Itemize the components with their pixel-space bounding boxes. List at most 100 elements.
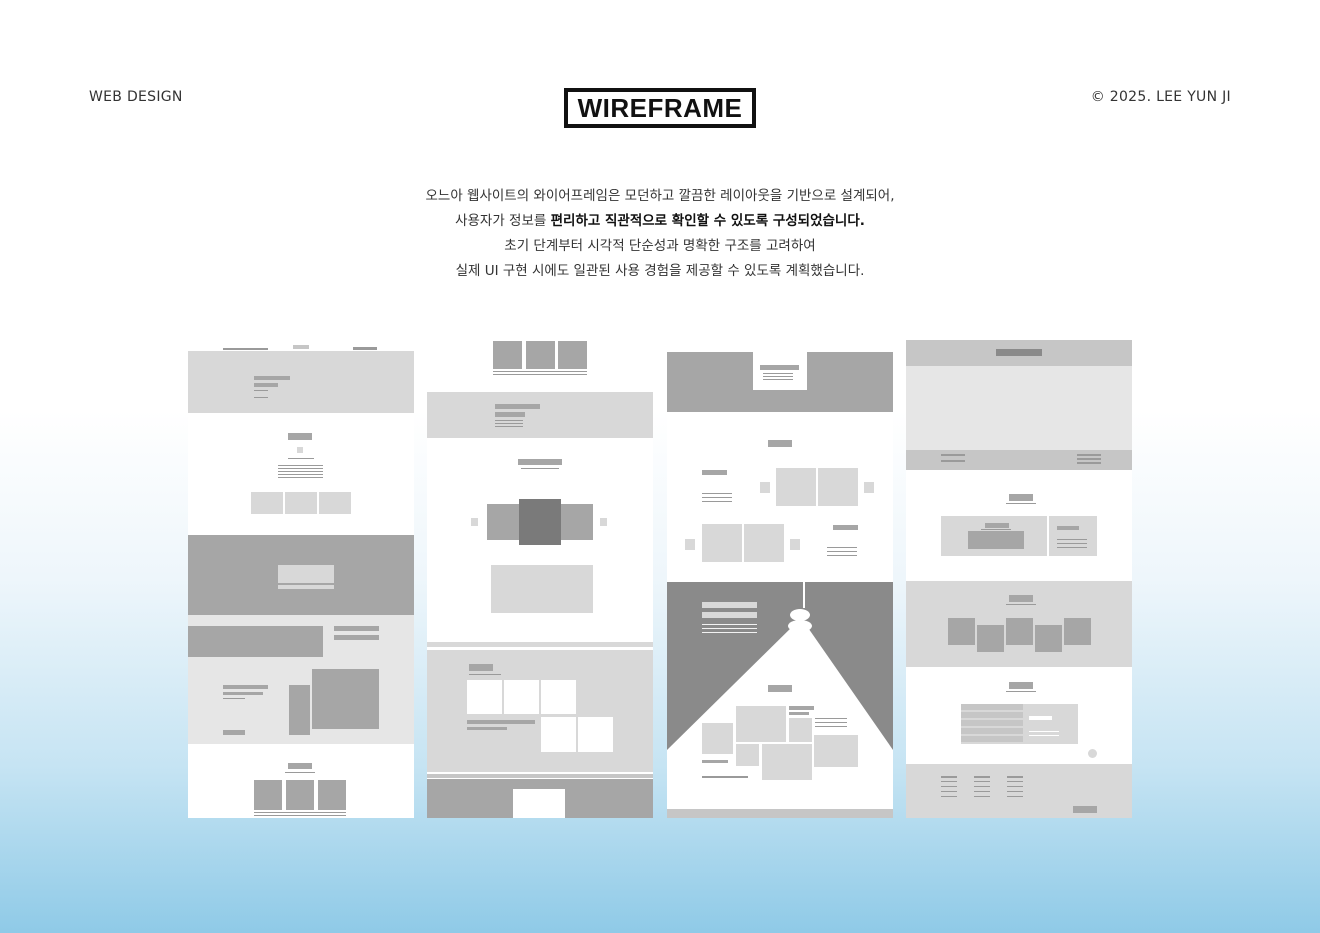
top-card — [493, 341, 522, 369]
gallery-caption-2 — [467, 727, 507, 730]
faq-detail-line — [1029, 731, 1059, 732]
feature-large-image — [312, 669, 379, 729]
product-tile — [1064, 618, 1091, 645]
web-design-label: WEB DESIGN — [89, 89, 183, 105]
wireframe-page-2 — [427, 340, 653, 818]
info-side-line — [1057, 539, 1087, 540]
footer-line — [1007, 796, 1023, 797]
product-tile — [1006, 618, 1033, 645]
top-card — [526, 341, 555, 369]
description: 오느아 웹사이트의 와이어프레임은 모던하고 깔끔한 레이아웃을 기반으로 설계… — [0, 184, 1320, 284]
spotlight-line — [702, 632, 757, 633]
item-image — [702, 524, 742, 562]
product-tile — [1035, 625, 1062, 652]
wireframe-page-4 — [906, 340, 1132, 818]
feature-title — [334, 626, 379, 631]
top-card — [558, 341, 587, 369]
wireframe-logo: WIREFRAME — [564, 88, 756, 128]
hero-bar-line — [941, 460, 965, 462]
info-card-image — [968, 531, 1024, 549]
slider-prev-arrow — [471, 518, 478, 526]
collage-label — [789, 706, 814, 710]
footer-line — [1007, 786, 1023, 787]
footer-line — [941, 781, 957, 782]
collage-image — [736, 744, 759, 766]
gallery-tile — [467, 680, 502, 714]
info-side-line — [1057, 547, 1087, 548]
collage-label-2 — [789, 712, 809, 715]
item-line — [827, 547, 857, 548]
description-line-2: 사용자가 정보를 편리하고 직관적으로 확인할 수 있도록 구성되었습니다. — [0, 209, 1320, 234]
copyright-text: © 2025. LEE YUN JI — [1090, 89, 1231, 105]
logo-block — [293, 345, 309, 349]
gallery-caption — [467, 720, 535, 724]
feature-button — [223, 730, 245, 735]
spotlight-title — [702, 602, 757, 608]
slider-sub — [521, 468, 559, 469]
card — [319, 492, 351, 514]
header-logo — [996, 349, 1042, 356]
hero-bar-line — [1077, 454, 1101, 456]
faq-title — [1009, 682, 1033, 689]
footer-line — [974, 776, 990, 778]
wireframe-page-3 — [667, 340, 893, 818]
footer-line — [1007, 781, 1023, 782]
description-line-3: 초기 단계부터 시각적 단순성과 명확한 구조를 고려하여 — [504, 238, 816, 254]
hero-tab-title — [760, 365, 799, 370]
feature-text-2 — [223, 692, 263, 695]
item-line — [702, 493, 732, 494]
footer-bar — [667, 809, 893, 818]
faq-detail-title — [1029, 716, 1052, 720]
faq-sub — [1006, 691, 1036, 692]
hero-bottom-bar — [906, 450, 1132, 470]
section-title — [768, 440, 792, 447]
spotlight-section — [667, 582, 893, 818]
intro-line — [495, 423, 523, 424]
hero-tab-line — [763, 379, 793, 380]
faq-detail-line — [1029, 735, 1059, 736]
text-line — [278, 465, 323, 466]
banner-box — [278, 565, 334, 583]
product-card — [318, 780, 346, 810]
text-line — [278, 474, 323, 475]
item-line — [827, 551, 857, 552]
hero-section — [188, 351, 414, 413]
info-card-line — [981, 529, 1011, 530]
footer-button — [1073, 806, 1097, 813]
product-card — [254, 780, 282, 810]
product-title — [288, 763, 312, 769]
hero-bar-line — [941, 454, 965, 456]
slider-next-arrow — [600, 518, 607, 526]
util-lines — [353, 347, 377, 350]
hero-line-2 — [254, 397, 268, 398]
intro-line — [495, 426, 523, 427]
arrow-left — [685, 539, 695, 550]
slider-title — [518, 459, 562, 465]
product-tile — [977, 625, 1004, 652]
intro-title-2 — [495, 412, 525, 417]
arrow-left — [760, 482, 770, 493]
hero-section — [906, 366, 1132, 450]
collage-line — [815, 718, 847, 719]
product-card — [286, 780, 314, 810]
hero-title-2 — [254, 383, 278, 387]
intro-section — [427, 392, 653, 438]
item-line — [827, 555, 857, 556]
info-card-side — [1049, 516, 1097, 556]
collage-image — [736, 706, 786, 742]
section-title — [288, 433, 312, 440]
item-image — [776, 468, 816, 506]
description-line-4: 실제 UI 구현 시에도 일관된 사용 경험을 제공할 수 있도록 계획했습니다… — [455, 263, 865, 279]
gallery-sub — [469, 674, 501, 675]
hero-title — [254, 376, 290, 380]
footer-box — [513, 789, 565, 818]
description-line-1: 오느아 웹사이트의 와이어프레임은 모던하고 깔끔한 레이아웃을 기반으로 설계… — [425, 188, 895, 204]
product-sub — [1006, 604, 1036, 605]
arrow-right — [790, 539, 800, 550]
card — [285, 492, 317, 514]
collage-caption-line — [702, 776, 748, 778]
faq-row — [961, 704, 1023, 710]
wireframe-page-1 — [188, 340, 414, 818]
section-sub — [1006, 503, 1036, 504]
intro-line — [495, 420, 523, 421]
